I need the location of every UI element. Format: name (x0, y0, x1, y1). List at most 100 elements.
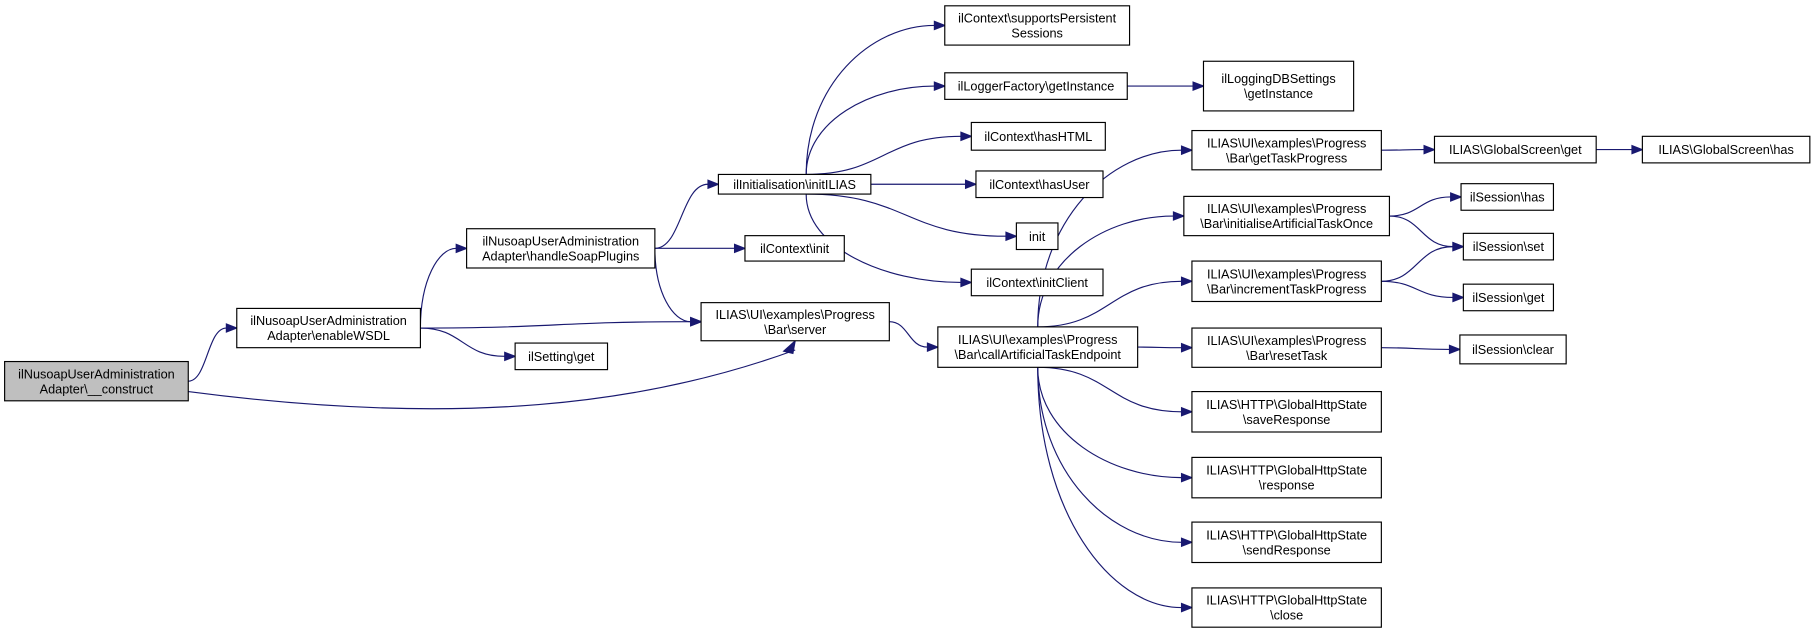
node-box (1191, 521, 1382, 564)
arrowhead-icon (504, 351, 517, 362)
edge-callEndpoint-to-response (1037, 367, 1194, 483)
node-gsHas[interactable]: ILIAS\GlobalScreen\has (1641, 135, 1811, 164)
arrowhead-icon (933, 20, 947, 31)
node-box (1183, 195, 1391, 237)
node-settingGet[interactable]: ilSetting\get (514, 342, 609, 371)
nodes-layer: ilNusoapUserAdministrationAdapter\__cons… (4, 5, 1811, 628)
edge-initILIAS-to-loggerFactory (805, 81, 947, 175)
edge-line (1037, 367, 1182, 479)
node-label: \sendResponse (1243, 543, 1331, 557)
edge-callEndpoint-to-saveResponse (1037, 366, 1194, 417)
edges-layer (188, 20, 1644, 613)
node-resetTask[interactable]: ILIAS\UI\examples\Progress\Bar\resetTask (1191, 327, 1382, 368)
node-box (1191, 260, 1382, 303)
arrowhead-icon (933, 81, 947, 91)
node-label: ilLoggingDBSettings (1221, 72, 1335, 86)
edge-line (1037, 366, 1182, 413)
node-label: init (1029, 230, 1046, 244)
node-box (944, 5, 1131, 46)
node-getTaskProgress[interactable]: ILIAS\UI\examples\Progress\Bar\getTaskPr… (1191, 129, 1382, 171)
edge-initILIAS-to-init (806, 193, 1018, 242)
edge-increment-to-sessSet (1381, 241, 1465, 282)
edge-line (419, 247, 457, 329)
node-box (1459, 334, 1567, 365)
node-handleSoapPlugins[interactable]: ilNusoapUserAdministrationAdapter\handle… (466, 228, 656, 269)
node-init[interactable]: init (1015, 222, 1059, 251)
node-box (1202, 60, 1355, 112)
node-box (1460, 183, 1555, 211)
node-initILIAS[interactable]: ilInitialisation\initILIAS (717, 173, 872, 195)
node-saveResponse[interactable]: ILIAS\HTTP\GlobalHttpState\saveResponse (1191, 390, 1382, 433)
node-box (1191, 390, 1382, 433)
node-label: ILIAS\GlobalScreen\has (1658, 143, 1793, 157)
edge-resetTask-to-sessClear (1381, 344, 1462, 355)
node-label: ilNusoapUserAdministration (18, 367, 175, 381)
node-box (1433, 135, 1597, 164)
node-label: ILIAS\UI\examples\Progress (1207, 136, 1366, 150)
node-enableWSDL[interactable]: ilNusoapUserAdministrationAdapter\enable… (236, 307, 421, 349)
node-label: \Bar\server (764, 323, 827, 337)
node-sessGet[interactable]: ilSession\get (1462, 283, 1555, 312)
node-label: ilNusoapUserAdministration (482, 234, 639, 248)
node-label: ILIAS\UI\examples\Progress (1207, 267, 1366, 281)
node-sessHas[interactable]: ilSession\has (1460, 183, 1555, 211)
node-box (236, 307, 421, 349)
node-label: ILIAS\HTTP\GlobalHttpState (1206, 528, 1367, 542)
node-increment[interactable]: ILIAS\UI\examples\Progress\Bar\increment… (1191, 260, 1382, 303)
node-label: ilSession\clear (1472, 343, 1555, 357)
edge-line (654, 248, 691, 323)
edge-enableWSDL-to-handleSoapPlugins (419, 243, 469, 329)
node-label: Adapter\enableWSDL (267, 329, 390, 343)
arrowhead-icon (1180, 537, 1194, 548)
edge-line (1037, 367, 1182, 543)
node-label: ILIAS\UI\examples\Progress (1207, 202, 1366, 216)
node-label: ilSession\get (1472, 291, 1544, 305)
node-label: ILIAS\HTTP\GlobalHttpState (1206, 398, 1367, 412)
node-callEndpoint[interactable]: ILIAS\UI\examples\Progress\Bar\callArtif… (937, 326, 1139, 368)
node-label: ilContext\hasHTML (984, 130, 1092, 144)
arrowhead-icon (1180, 406, 1194, 417)
arrowhead-icon (782, 339, 797, 355)
node-label: ILIAS\HTTP\GlobalHttpState (1206, 464, 1367, 478)
node-label: ilNusoapUserAdministration (250, 314, 407, 328)
node-loggingDB[interactable]: ilLoggingDBSettings\getInstance (1202, 60, 1355, 112)
edge-callEndpoint-to-increment (1037, 276, 1194, 328)
node-label: ilContext\supportsPersistent (958, 12, 1116, 26)
node-contextInit[interactable]: ilContext\init (744, 235, 845, 262)
node-box (1462, 283, 1555, 312)
edge-line (420, 327, 505, 357)
node-label: ilSetting\get (528, 350, 595, 364)
node-loggerFactory[interactable]: ilLoggerFactory\getInstance (944, 72, 1128, 100)
node-construct[interactable]: ilNusoapUserAdministrationAdapter\__cons… (4, 360, 189, 402)
node-label: \Bar\incrementTaskProgress (1207, 282, 1366, 296)
node-initialiseOnce[interactable]: ILIAS\UI\examples\Progress\Bar\initialis… (1183, 195, 1391, 237)
node-label: Adapter\handleSoapPlugins (482, 249, 639, 263)
arrowhead-icon (1180, 276, 1194, 287)
node-initClient[interactable]: ilContext\initClient (970, 268, 1104, 297)
node-box (1462, 232, 1555, 261)
arrowhead-icon (1452, 292, 1465, 303)
node-sendResponse[interactable]: ILIAS\HTTP\GlobalHttpState\sendResponse (1191, 521, 1382, 564)
node-hasUser[interactable]: ilContext\hasUser (975, 170, 1104, 199)
edge-line (420, 321, 691, 329)
node-sessClear[interactable]: ilSession\clear (1459, 334, 1567, 365)
arrowhead-icon (1631, 144, 1644, 155)
node-label: ILIAS\UI\examples\Progress (716, 308, 875, 322)
arrowhead-icon (733, 243, 747, 254)
edge-initILIAS-to-hasHTML (806, 131, 973, 176)
edge-handleSoapPlugins-to-contextInit (654, 243, 747, 254)
node-close[interactable]: ILIAS\HTTP\GlobalHttpState\close (1191, 587, 1382, 628)
node-box (4, 360, 189, 402)
node-sessSet[interactable]: ilSession\set (1462, 232, 1555, 261)
arrowhead-icon (1423, 144, 1437, 155)
edge-initialiseOnce-to-sessHas (1389, 192, 1463, 217)
edge-line (1137, 346, 1182, 349)
node-response[interactable]: ILIAS\HTTP\GlobalHttpState\response (1191, 456, 1382, 499)
edge-line (1381, 246, 1453, 282)
arrowhead-icon (960, 131, 973, 142)
node-label: ilContext\init (760, 242, 830, 256)
node-hasHTML[interactable]: ilContext\hasHTML (970, 121, 1106, 151)
node-gsGet[interactable]: ILIAS\GlobalScreen\get (1433, 135, 1597, 164)
node-server[interactable]: ILIAS\UI\examples\Progress\Bar\server (700, 302, 890, 342)
